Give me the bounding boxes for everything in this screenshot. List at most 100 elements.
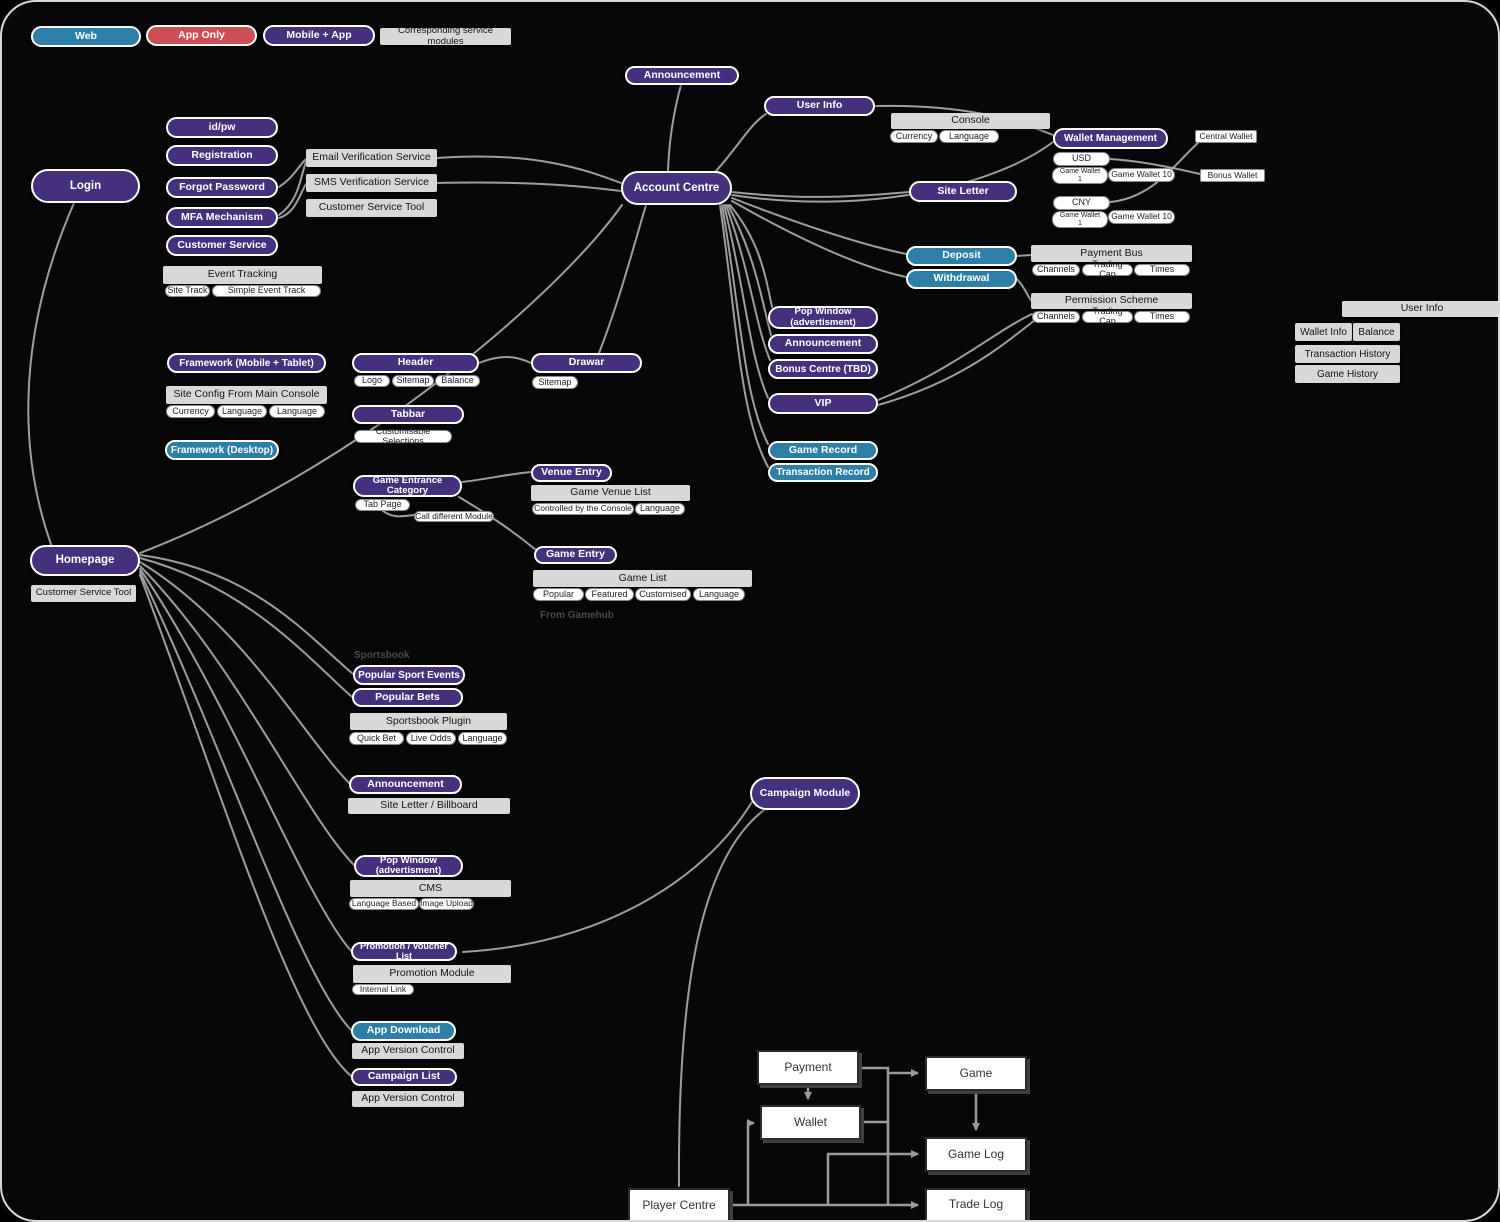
player-centre-flow[interactable]: Player Centre	[628, 1188, 730, 1220]
deposit[interactable]: Deposit	[906, 246, 1017, 266]
drawar[interactable]: Drawar	[531, 353, 642, 373]
cms-header[interactable]: CMS	[350, 880, 511, 897]
game-flow[interactable]: Game	[925, 1056, 1027, 1091]
popular-sport-events[interactable]: Popular Sport Events	[353, 665, 465, 685]
game-record[interactable]: Game Record	[768, 441, 878, 460]
wallet-flow[interactable]: Wallet	[760, 1105, 861, 1140]
sp-language[interactable]: Language	[458, 732, 507, 745]
wallet-management[interactable]: Wallet Management	[1053, 128, 1168, 149]
header-node[interactable]: Header	[352, 353, 479, 373]
campaign-list[interactable]: Campaign List	[351, 1068, 457, 1086]
app-version-control-2[interactable]: App Version Control	[352, 1091, 464, 1107]
simple-event-track[interactable]: Simple Event Track	[212, 285, 321, 297]
header-sitemap[interactable]: Sitemap	[392, 375, 434, 387]
cny[interactable]: CNY	[1053, 196, 1110, 210]
internal-link[interactable]: Internal Link	[352, 984, 414, 995]
game-entry[interactable]: Game Entry	[534, 546, 617, 564]
console-currency[interactable]: Currency	[890, 130, 938, 143]
sc-language-1[interactable]: Language	[217, 405, 267, 418]
payment-bus-header[interactable]: Payment Bus	[1031, 245, 1192, 262]
tabbar[interactable]: Tabbar	[352, 405, 464, 424]
game-venue-list-header[interactable]: Game Venue List	[531, 485, 690, 501]
site-letter-billboard[interactable]: Site Letter / Billboard	[348, 798, 510, 814]
account-centre[interactable]: Account Centre	[621, 171, 732, 205]
transaction-record[interactable]: Transaction Record	[768, 463, 878, 482]
framework-mobile-tablet[interactable]: Framework (Mobile + Tablet)	[167, 353, 326, 373]
sp-quick-bet[interactable]: Quick Bet	[349, 732, 404, 745]
call-different-module[interactable]: Call different Module	[414, 510, 494, 522]
venue-entry[interactable]: Venue Entry	[531, 464, 612, 482]
usd[interactable]: USD	[1053, 152, 1110, 166]
pb-trading-cap[interactable]: Trading Cap	[1082, 259, 1133, 279]
game-log-flow[interactable]: Game Log	[925, 1137, 1027, 1172]
gl-language[interactable]: Language	[693, 588, 745, 601]
email-verification-service[interactable]: Email Verification Service	[306, 149, 437, 167]
event-tracking-header[interactable]: Event Tracking	[163, 266, 322, 284]
cms-image-upload[interactable]: Image Upload	[419, 898, 474, 910]
withdrawal[interactable]: Withdrawal	[906, 269, 1017, 289]
bonus-centre[interactable]: Bonus Centre (TBD)	[768, 359, 878, 379]
announcement-homepage[interactable]: Announcement	[349, 775, 462, 794]
console-header[interactable]: Console	[891, 113, 1050, 129]
permission-scheme-header[interactable]: Permission Scheme	[1031, 293, 1192, 309]
ps-channels[interactable]: Channels	[1032, 311, 1080, 323]
pb-times[interactable]: Times	[1134, 264, 1190, 276]
gvl-language[interactable]: Language	[635, 503, 685, 515]
app-version-control-1[interactable]: App Version Control	[352, 1043, 464, 1059]
header-balance[interactable]: Balance	[435, 375, 480, 387]
homepage[interactable]: Homepage	[30, 545, 140, 576]
mfa-mechanism[interactable]: MFA Mechanism	[166, 207, 278, 228]
legend-app-only[interactable]: App Only	[146, 25, 257, 46]
game-wallet-1-cny[interactable]: Game Wallet 1	[1052, 211, 1108, 228]
game-entrance-category[interactable]: Game Entrance Category	[353, 475, 462, 497]
central-wallet[interactable]: Central Wallet	[1195, 130, 1257, 143]
header-logo[interactable]: Logo	[354, 375, 390, 387]
ps-trading-cap[interactable]: Trading Cap	[1082, 306, 1133, 326]
sc-currency[interactable]: Currency	[166, 405, 215, 418]
promotion-module-header[interactable]: Promotion Module	[353, 965, 511, 983]
site-letter[interactable]: Site Letter	[909, 181, 1017, 202]
sms-verification-service[interactable]: SMS Verification Service	[306, 174, 437, 192]
trade-log-flow[interactable]: Trade Log	[925, 1188, 1027, 1220]
sp-live-odds[interactable]: Live Odds	[406, 732, 456, 745]
app-download[interactable]: App Download	[351, 1021, 456, 1041]
announcement-account[interactable]: Announcement	[768, 334, 878, 354]
popular-bets[interactable]: Popular Bets	[352, 688, 463, 707]
customer-service[interactable]: Customer Service	[166, 235, 278, 256]
vip[interactable]: VIP	[768, 393, 878, 414]
game-wallet-10-cny[interactable]: Game Wallet 10	[1108, 210, 1175, 224]
legend-web[interactable]: Web	[31, 26, 141, 47]
customer-service-tool-homepage[interactable]: Customer Service Tool	[31, 585, 136, 602]
wallet-info[interactable]: Wallet Info	[1295, 323, 1352, 341]
game-history[interactable]: Game History	[1295, 365, 1400, 383]
site-config-header[interactable]: Site Config From Main Console	[166, 386, 327, 404]
console-language[interactable]: Language	[939, 130, 999, 143]
gl-customised[interactable]: Customised	[635, 588, 691, 601]
user-info-panel-header[interactable]: User Info	[1342, 301, 1498, 317]
game-wallet-10-usd[interactable]: Game Wallet 10	[1108, 168, 1175, 182]
balance[interactable]: Balance	[1353, 323, 1400, 341]
pop-window-homepage[interactable]: Pop Window (advertisment)	[354, 855, 463, 877]
campaign-module[interactable]: Campaign Module	[750, 777, 860, 810]
transaction-history[interactable]: Transaction History	[1295, 345, 1400, 363]
customisable-selections[interactable]: Customisable Selections	[354, 426, 452, 445]
gl-popular[interactable]: Popular	[533, 588, 584, 601]
game-list-header[interactable]: Game List	[533, 570, 752, 587]
legend-mobile-app[interactable]: Mobile + App	[263, 25, 375, 46]
forgot-password[interactable]: Forgot Password	[166, 177, 278, 198]
drawar-sitemap[interactable]: Sitemap	[532, 376, 578, 389]
pb-channels[interactable]: Channels	[1032, 264, 1080, 276]
game-wallet-1-usd[interactable]: Game Wallet 1	[1052, 167, 1108, 184]
customer-service-tool-login[interactable]: Customer Service Tool	[306, 199, 437, 217]
login[interactable]: Login	[31, 169, 140, 203]
framework-desktop[interactable]: Framework (Desktop)	[165, 440, 279, 460]
cms-language-based[interactable]: Language Based	[349, 898, 419, 910]
bonus-wallet[interactable]: Bonus Wallet	[1200, 169, 1265, 182]
legend-service-modules[interactable]: Corresponding service modules	[380, 25, 511, 46]
announcement-top[interactable]: Announcement	[625, 66, 739, 85]
gvl-controlled-by-console[interactable]: Controlled by the Console	[532, 503, 634, 515]
sportsbook-plugin-header[interactable]: Sportsbook Plugin	[350, 713, 507, 730]
ps-times[interactable]: Times	[1134, 311, 1190, 323]
payment-flow[interactable]: Payment	[757, 1050, 859, 1085]
registration[interactable]: Registration	[166, 145, 278, 166]
